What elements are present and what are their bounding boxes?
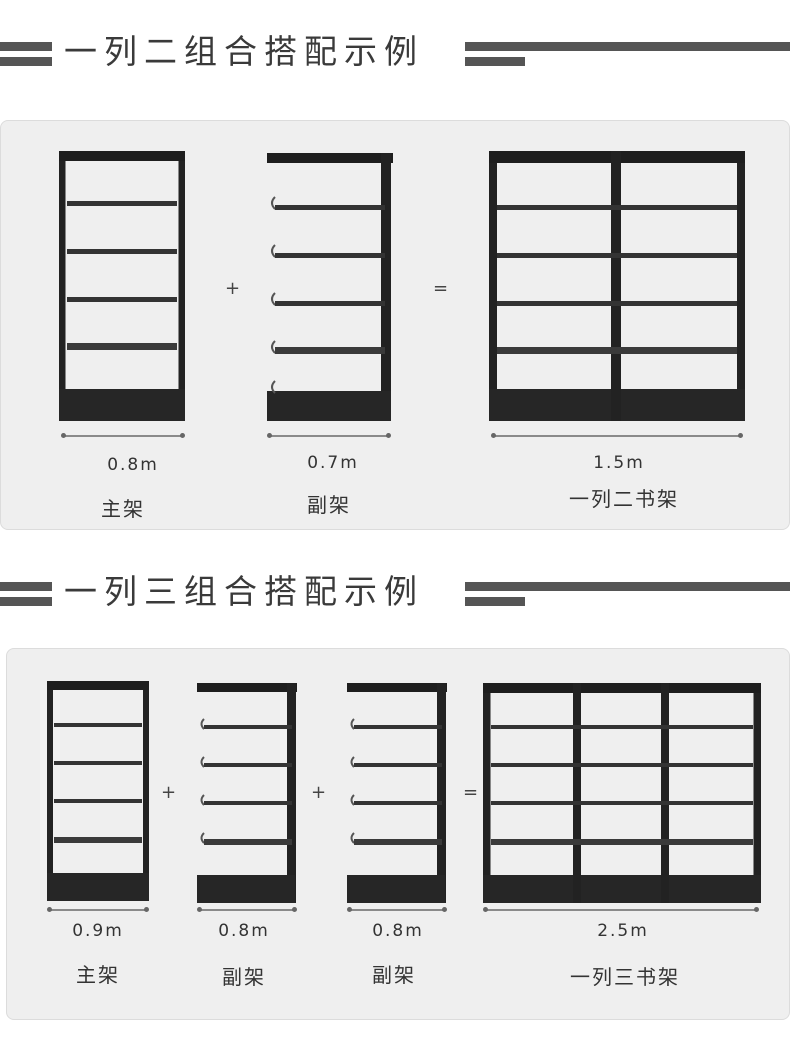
unit-width: 1.5m xyxy=(593,453,645,473)
combination-panel: + = xyxy=(0,120,790,530)
unit-width: 0.7m xyxy=(307,453,359,473)
plus-operator: + xyxy=(311,782,327,803)
unit-label: 副架 xyxy=(372,963,416,987)
section-header: 一列二组合搭配示例 xyxy=(0,28,790,88)
section-1: 一列二组合搭配示例 + xyxy=(0,28,790,530)
header-right-bar-top xyxy=(465,42,790,51)
width-dimension-line xyxy=(491,433,743,438)
unit-label: 主架 xyxy=(76,963,120,987)
unit-label: 副架 xyxy=(222,965,266,989)
header-left-bar-top xyxy=(0,582,52,591)
equals-operator: = xyxy=(463,782,479,803)
add-on-shelf-unit-icon xyxy=(347,683,447,903)
width-dimension-line xyxy=(47,907,149,912)
header-right-bar-bottom xyxy=(465,597,525,606)
header-left-bar-top xyxy=(0,42,52,51)
width-dimension-line xyxy=(483,907,759,912)
unit-label: 副架 xyxy=(307,493,351,517)
width-dimension-line xyxy=(347,907,447,912)
header-right-bar-bottom xyxy=(465,57,525,66)
combined-bookshelf-icon xyxy=(489,151,745,421)
unit-width: 0.9m xyxy=(72,921,124,941)
unit-width: 0.8m xyxy=(107,455,159,475)
width-dimension-line xyxy=(267,433,391,438)
header-left-bar-bottom xyxy=(0,57,52,66)
header-right-bar-top xyxy=(465,582,790,591)
plus-operator: + xyxy=(225,278,241,299)
section-title: 一列三组合搭配示例 xyxy=(64,572,424,611)
unit-width: 0.8m xyxy=(372,921,424,941)
width-dimension-line xyxy=(61,433,185,438)
section-header: 一列三组合搭配示例 xyxy=(0,568,790,628)
unit-label: 主架 xyxy=(101,497,145,521)
combined-bookshelf-icon xyxy=(483,683,761,903)
section-2: 一列三组合搭配示例 + + xyxy=(0,540,790,1030)
unit-width: 2.5m xyxy=(597,921,649,941)
section-title: 一列二组合搭配示例 xyxy=(64,32,424,71)
unit-label: 一列三书架 xyxy=(570,965,680,989)
header-left-bar-bottom xyxy=(0,597,52,606)
main-shelf-unit-icon xyxy=(47,681,149,901)
main-shelf-unit-icon xyxy=(59,151,185,421)
equals-operator: = xyxy=(433,278,449,299)
unit-width: 0.8m xyxy=(218,921,270,941)
add-on-shelf-unit-icon xyxy=(197,683,297,903)
combination-panel: + + = xyxy=(6,648,790,1020)
width-dimension-line xyxy=(197,907,297,912)
plus-operator: + xyxy=(161,782,177,803)
add-on-shelf-unit-icon xyxy=(267,153,393,421)
unit-label: 一列二书架 xyxy=(569,487,679,511)
